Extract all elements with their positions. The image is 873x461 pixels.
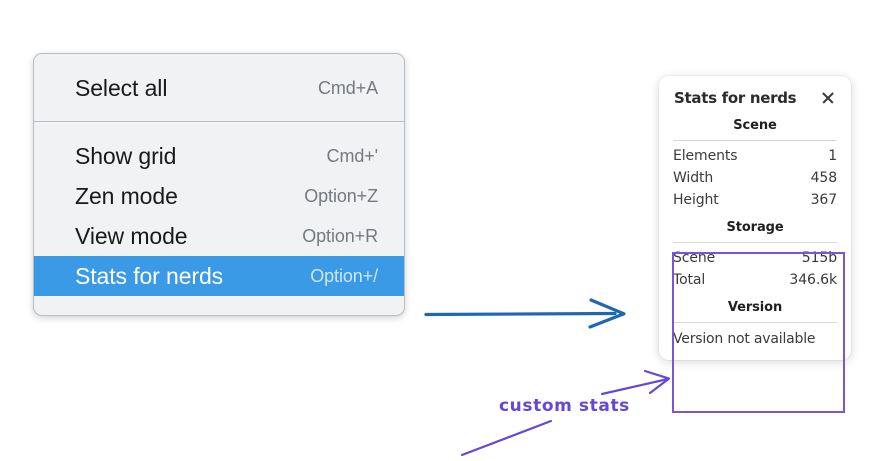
menu-item-shortcut: Option+/ bbox=[310, 265, 378, 286]
blue-arrow bbox=[424, 298, 626, 329]
menu-item-shortcut: Cmd+' bbox=[326, 145, 379, 166]
stat-value: 346.6k bbox=[789, 272, 837, 288]
section-divider bbox=[673, 322, 837, 323]
stat-key: Total bbox=[673, 272, 706, 288]
menu-item-view-mode[interactable]: View mode Option+R bbox=[34, 216, 404, 256]
stat-value: 458 bbox=[810, 170, 838, 186]
version-note: Version not available bbox=[673, 331, 816, 347]
menu-section-1: Select all Cmd+A bbox=[34, 54, 404, 121]
menu-item-shortcut: Cmd+A bbox=[317, 77, 378, 98]
section-heading-scene: Scene bbox=[733, 118, 777, 133]
menu-item-label: Select all bbox=[75, 74, 168, 101]
stat-value: 1 bbox=[828, 148, 837, 164]
menu-item-show-grid[interactable]: Show grid Cmd+' bbox=[34, 136, 404, 176]
menu-section-2: Show grid Cmd+' Zen mode Option+Z View m… bbox=[34, 121, 404, 315]
stat-key: Width bbox=[673, 170, 714, 186]
purple-arrow bbox=[600, 369, 671, 396]
stats-for-nerds-panel: Stats for nerds Scene Elements 1 Width 4… bbox=[659, 76, 851, 360]
section-divider bbox=[673, 140, 837, 141]
menu-item-label: Zen mode bbox=[75, 182, 178, 209]
close-icon[interactable] bbox=[820, 90, 836, 106]
stat-value: 515b bbox=[801, 250, 837, 266]
stats-panel-body: Scene Elements 1 Width 458 Height 367 St… bbox=[659, 109, 851, 348]
menu-item-zen-mode[interactable]: Zen mode Option+Z bbox=[34, 176, 404, 216]
stat-key: Elements bbox=[673, 148, 738, 164]
stat-key: Scene bbox=[673, 250, 716, 266]
table-row: Total 346.6k bbox=[672, 269, 838, 291]
panel-title: Stats for nerds bbox=[674, 89, 797, 107]
menu-item-shortcut: Option+R bbox=[302, 225, 378, 246]
table-row: Height 367 bbox=[672, 189, 838, 211]
menu-item-label: View mode bbox=[75, 222, 188, 249]
menu-item-stats-for-nerds[interactable]: Stats for nerds Option+/ bbox=[34, 256, 404, 296]
stat-value: 367 bbox=[810, 192, 838, 208]
menu-item-label: Stats for nerds bbox=[75, 262, 224, 289]
section-heading-storage: Storage bbox=[726, 220, 784, 235]
menu-item-label: Show grid bbox=[75, 142, 177, 169]
table-row: Elements 1 bbox=[672, 145, 838, 167]
context-menu[interactable]: Select all Cmd+A Show grid Cmd+' Zen mod… bbox=[33, 53, 405, 316]
section-divider bbox=[673, 242, 837, 243]
section-heading-version: Version bbox=[727, 300, 783, 315]
purple-underline-stroke bbox=[460, 419, 553, 457]
stat-key: Height bbox=[673, 192, 719, 208]
table-row: Width 458 bbox=[672, 167, 838, 189]
menu-item-select-all[interactable]: Select all Cmd+A bbox=[34, 68, 404, 108]
menu-item-shortcut: Option+Z bbox=[304, 185, 378, 206]
custom-stats-annotation-label: custom stats bbox=[499, 396, 630, 416]
stats-panel-header: Stats for nerds bbox=[659, 86, 851, 109]
table-row: Scene 515b bbox=[672, 247, 838, 269]
